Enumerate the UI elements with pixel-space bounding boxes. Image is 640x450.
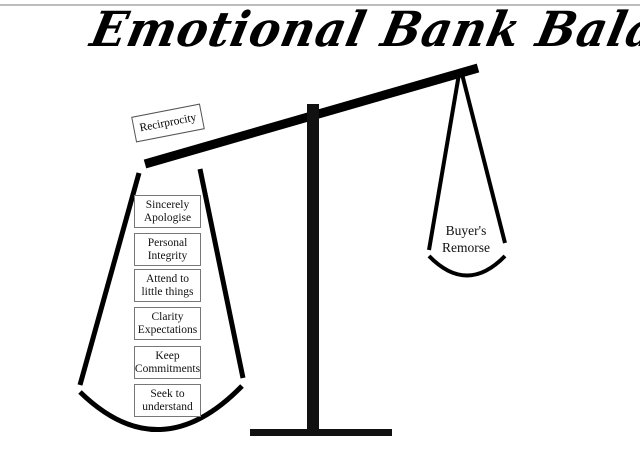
item-keep-commitments: Keep Commitments	[134, 346, 201, 379]
left-pan-chain-right	[197, 168, 246, 379]
right-pan-bowl	[427, 254, 507, 278]
left-pan-bowl	[78, 384, 244, 433]
item-clarity-expectations: Clarity Expectations	[134, 307, 201, 340]
top-divider	[0, 4, 640, 6]
item-seek-to-understand: Seek to understand	[134, 384, 201, 417]
left-pan-chain-left	[77, 172, 142, 386]
item-personal-integrity: Personal Integrity	[134, 233, 201, 266]
right-pan-chain-left	[427, 73, 461, 251]
item-sincerely-apologise: Sincerely Apologise	[134, 195, 201, 228]
balance-base	[250, 429, 392, 436]
right-pan-chain-right	[460, 73, 507, 244]
balance-post	[307, 104, 319, 432]
buyers-remorse-label: Buyer's Remorse	[442, 223, 490, 255]
item-attend-to-little-things: Attend to little things	[134, 269, 201, 302]
